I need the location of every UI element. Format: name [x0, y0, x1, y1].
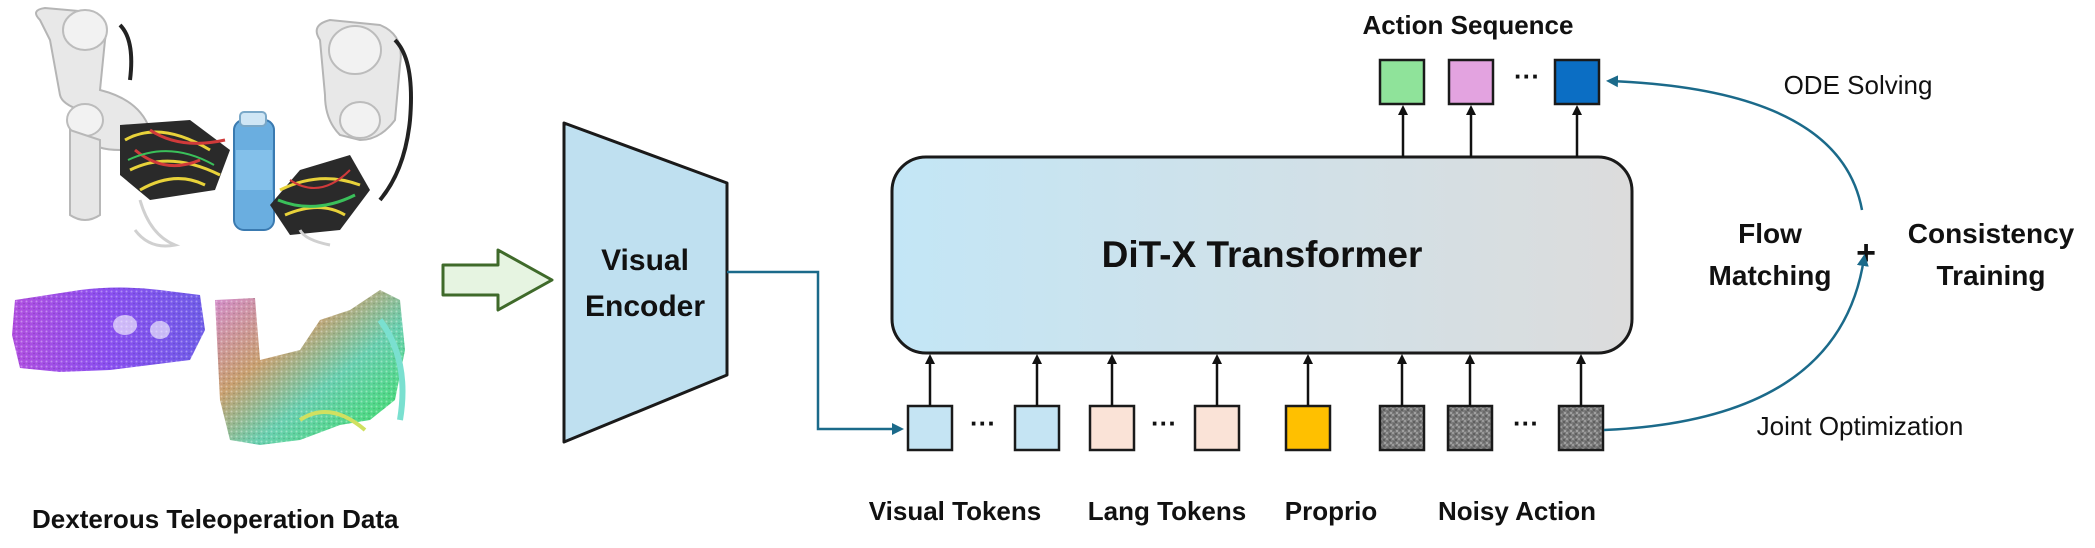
plus-sign: + [1856, 234, 1876, 272]
flow-matching-line1: Flow [1738, 218, 1802, 249]
lang-token-2 [1193, 404, 1241, 452]
noisy-token-2 [1446, 404, 1494, 452]
ode-solving-arrow [1606, 75, 1864, 211]
noisy-token-ellipsis: ··· [1513, 408, 1539, 438]
left-caption: Dexterous Teleoperation Data [32, 504, 399, 534]
proprio-token [1284, 404, 1332, 452]
action-sequence-title: Action Sequence [1363, 10, 1574, 40]
lang-token-ellipsis: ··· [1151, 408, 1177, 438]
lang-token-1 [1088, 404, 1136, 452]
visual-token-2 [1013, 404, 1061, 452]
point-cloud [12, 287, 406, 445]
encoder-label-line2: Encoder [585, 290, 705, 323]
flow-matching-line2: Matching [1709, 260, 1832, 291]
noisy-token-1 [1378, 404, 1426, 452]
joint-optimization-arrow [1603, 254, 1869, 432]
visual-encoder-block [562, 121, 729, 444]
joint-optimization-label: Joint Optimization [1757, 411, 1964, 441]
encoder-to-tokens-arrow [727, 270, 904, 435]
encoder-label-line1: Visual [601, 244, 689, 277]
consistency-line1: Consistency [1908, 218, 2075, 249]
transformer-block [890, 155, 1634, 355]
visual-token-1 [906, 404, 954, 452]
noisy-token-3 [1557, 404, 1605, 452]
lang-tokens-label: Lang Tokens [1088, 496, 1246, 526]
visual-tokens-label: Visual Tokens [869, 496, 1041, 526]
ode-solving-label: ODE Solving [1784, 70, 1933, 100]
visual-token-ellipsis: ··· [970, 408, 996, 438]
output-token-1 [1378, 58, 1426, 106]
data-flow-arrow [441, 248, 554, 312]
output-token-2 [1447, 58, 1495, 106]
consistency-line2: Training [1937, 260, 2046, 291]
proprio-label: Proprio [1285, 496, 1377, 526]
transformer-title: DiT-X Transformer [1102, 234, 1423, 275]
output-token-3 [1553, 58, 1601, 106]
robot-photo [35, 6, 413, 248]
output-ellipsis: ··· [1514, 61, 1540, 91]
noisy-action-label: Noisy Action [1438, 496, 1596, 526]
